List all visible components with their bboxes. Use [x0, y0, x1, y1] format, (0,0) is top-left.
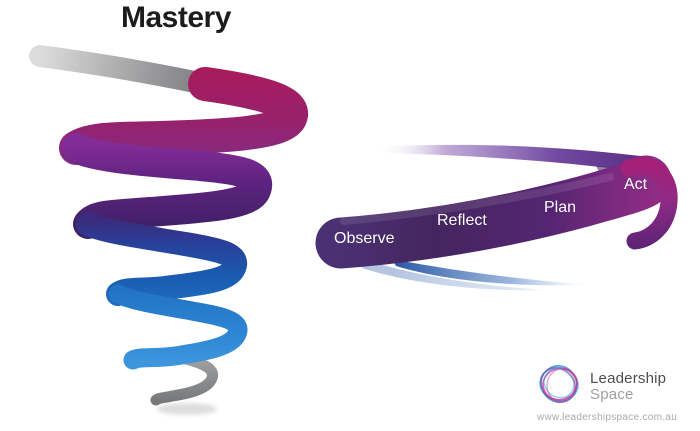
- stage-label-reflect: Reflect: [437, 212, 487, 229]
- ribbon-main-band-highlight: [340, 173, 614, 225]
- ribbon-right-fold: [620, 157, 678, 250]
- spiral-turn-lightblue: [108, 284, 248, 370]
- ribbon-upper-fading-band: [376, 144, 650, 173]
- logo-brand-line2: Space: [590, 386, 634, 403]
- ribbon-lower-blue-sliver: [392, 259, 588, 286]
- leadership-space-swirl-icon: [539, 364, 579, 404]
- ribbon-main-band: [315, 155, 672, 269]
- spiral-tail-gray: [150, 351, 219, 406]
- spiral-tip-shadow: [157, 403, 217, 415]
- spiral-turn-purple: [61, 133, 272, 239]
- ribbon-lower-blue-wash: [362, 260, 545, 291]
- ribbon-loop-detail: [315, 144, 678, 291]
- logo-website-url: www.leadershipspace.com.au: [537, 412, 678, 423]
- logo-brand-line1: Leadership: [590, 370, 667, 387]
- stage-label-act: Act: [624, 176, 648, 193]
- stage-label-observe: Observe: [334, 230, 395, 247]
- spiral-tornado: [29, 45, 308, 415]
- page-title: Mastery: [121, 1, 231, 34]
- spiral-turn-darkblue: [76, 212, 247, 306]
- stage-label-plan: Plan: [544, 199, 577, 216]
- spiral-turn-magenta: [59, 67, 308, 165]
